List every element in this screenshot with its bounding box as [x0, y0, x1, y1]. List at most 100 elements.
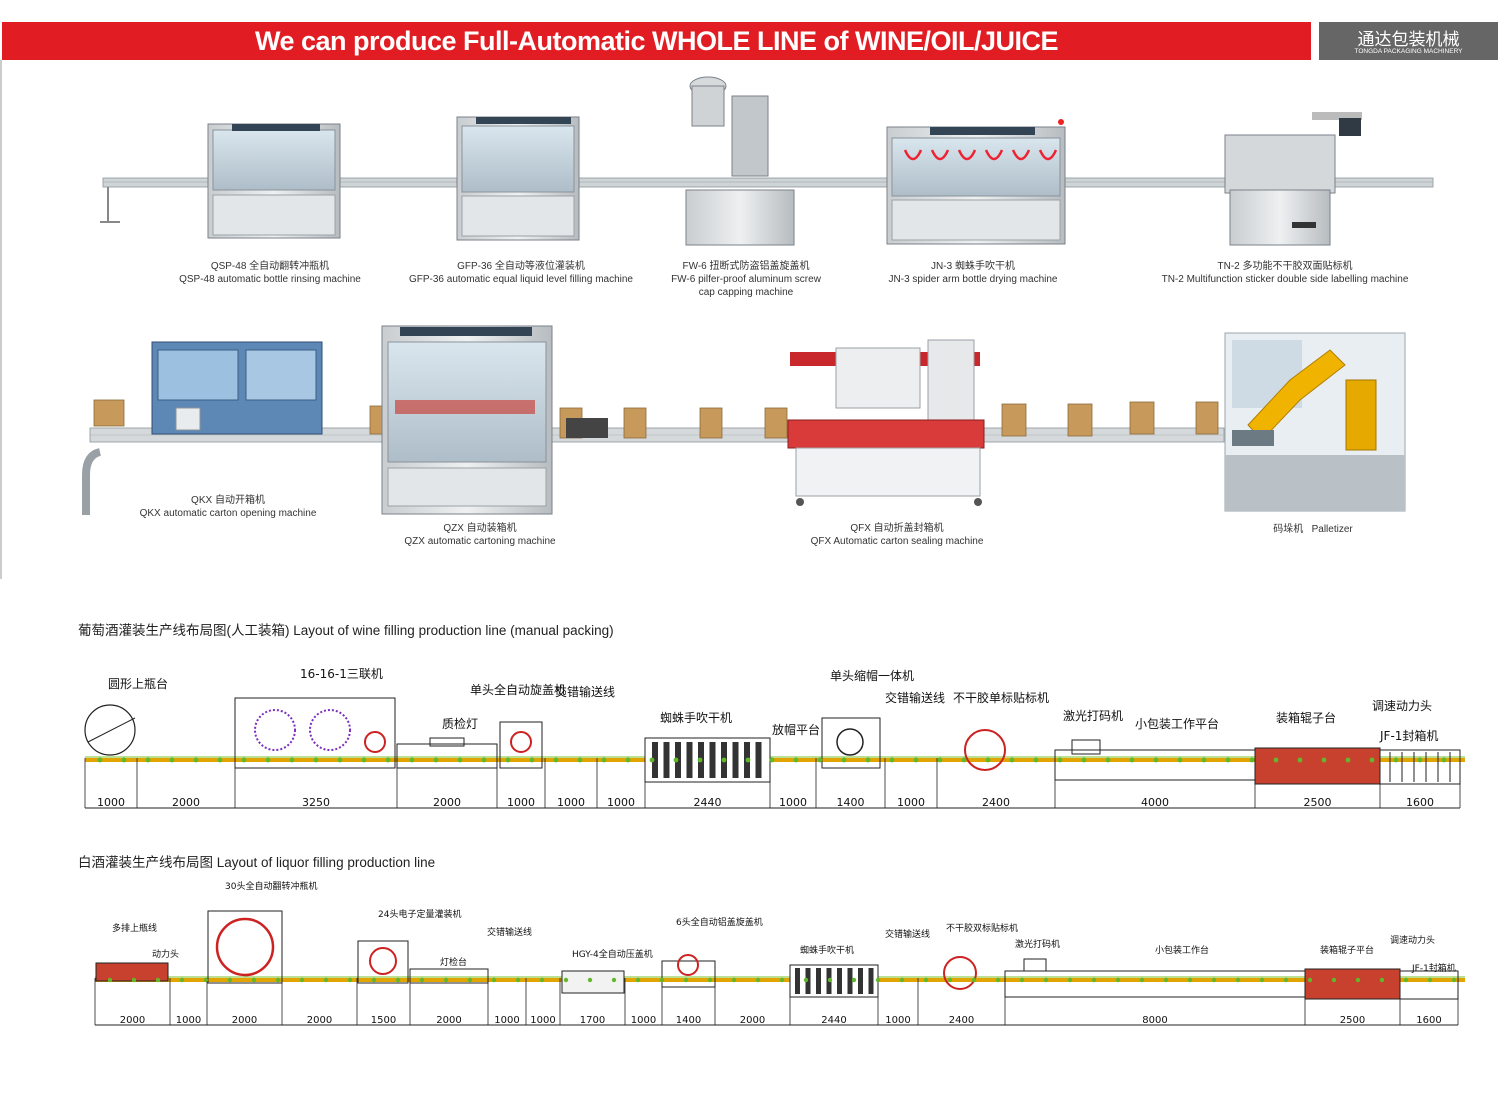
bottle-mark	[865, 757, 871, 763]
shrink-capper-outline	[821, 717, 881, 769]
dimension-label: 1400	[676, 1015, 701, 1026]
single-capper-outline	[499, 721, 543, 769]
bottle-mark	[1187, 977, 1193, 983]
dimension-label: 1000	[631, 1015, 656, 1026]
triblock-capper	[364, 731, 386, 753]
dimension-label: 1500	[371, 1015, 396, 1026]
dimension-label: 2000	[433, 796, 461, 809]
bottle-mark	[875, 977, 881, 983]
dimension-label: 2000	[436, 1015, 461, 1026]
drying-machine-image	[886, 119, 1066, 245]
crowner-outline	[561, 970, 625, 994]
brand-name-en: TONGDA PACKAGING MACHINERY	[1354, 48, 1463, 55]
bottle-mark	[265, 757, 271, 763]
caption-cn: JN-3 蜘蛛手吹干机	[931, 261, 1015, 272]
bottle-mark	[1321, 757, 1327, 763]
bottle-mark	[299, 977, 305, 983]
dimension-label: 2000	[740, 1015, 765, 1026]
bottle-mark	[1225, 757, 1231, 763]
bottle-mark	[577, 757, 583, 763]
component-label: 16-16-1三联机	[300, 667, 383, 681]
bottle-mark	[169, 757, 175, 763]
bottle-mark	[323, 977, 329, 983]
bottle-mark	[1057, 757, 1063, 763]
row1-conveyor	[100, 177, 1434, 223]
bottle-mark	[203, 977, 209, 983]
component-label: 蜘蛛手吹干机	[660, 710, 732, 725]
component-label: 单头全自动旋盖机	[470, 682, 566, 697]
bottle-mark	[707, 977, 713, 983]
dimension-label: 1000	[885, 1015, 910, 1026]
header-banner: We can produce Full-Automatic WHOLE LINE…	[2, 22, 1311, 60]
dimension-label: 1000	[557, 796, 585, 809]
caption-carton-sealing: QFX 自动折盖封箱机 QFX Automatic carton sealing…	[800, 522, 994, 548]
brand-name-cn: 通达包装机械	[1357, 30, 1460, 50]
bottle-mark	[563, 977, 569, 983]
bottle-mark	[433, 757, 439, 763]
bottle-mark	[1091, 977, 1097, 983]
dimension-label: 1600	[1416, 1015, 1441, 1026]
spider-dryer-arm	[837, 968, 842, 994]
bottle-mark	[611, 977, 617, 983]
filling-machine-image	[456, 116, 580, 241]
bottle-mark	[649, 757, 655, 763]
dimension-label: 2500	[1340, 1015, 1365, 1026]
bottle-mark	[289, 757, 295, 763]
laser-coder	[1023, 958, 1047, 972]
packing-table-outline	[1004, 970, 1306, 998]
component-label: 多排上瓶线	[112, 922, 157, 934]
triblock-rinser	[254, 709, 296, 751]
bottle-mark	[227, 977, 233, 983]
component-label: 质检灯	[442, 716, 478, 731]
spider-dryer-arm	[868, 968, 874, 994]
bottle-mark	[1297, 757, 1303, 763]
capping-machine-image	[685, 76, 795, 246]
bottle-mark	[683, 977, 689, 983]
bottle-mark	[587, 977, 593, 983]
dimension-label: 2000	[232, 1015, 257, 1026]
bottle-mark	[961, 757, 967, 763]
caption-cn: FW-6 扭断式防盗铝盖旋盖机	[682, 261, 810, 272]
filler-outline	[357, 940, 409, 984]
bottle-mark	[179, 977, 185, 983]
triblock-outline	[234, 697, 396, 769]
bottle-mark	[1379, 977, 1385, 983]
spider-dryer-arm	[816, 968, 821, 994]
bottle-mark	[1211, 977, 1217, 983]
bottle-mark	[1081, 757, 1087, 763]
spider-dryer-arm	[686, 742, 693, 778]
dimension-label: 2400	[982, 796, 1010, 809]
dimension-label: 1000	[507, 796, 535, 809]
bottle-mark	[841, 757, 847, 763]
inspection-lamp-outline	[396, 743, 498, 769]
round-table-mark	[87, 717, 136, 743]
spider-dryer-arm	[663, 742, 670, 778]
rinser-outline	[207, 910, 283, 984]
caption-en: GFP-36 automatic equal liquid level fill…	[408, 274, 633, 285]
caption-en: QZX automatic cartoning machine	[404, 536, 556, 547]
inspection-lamp	[429, 737, 465, 747]
caption-palletizer: 码垛机 Palletizer	[1258, 523, 1368, 536]
bottle-mark	[1139, 977, 1145, 983]
spider-dryer-arm	[755, 742, 762, 778]
dimension-label: 3250	[302, 796, 330, 809]
bottle-mark	[467, 977, 473, 983]
dimension-label: 1000	[97, 796, 125, 809]
dimension-label: 1000	[176, 1015, 201, 1026]
bottle-mark	[1177, 757, 1183, 763]
carton-opening-machine-image	[151, 341, 323, 435]
caption-cn: QKX 自动开箱机	[191, 495, 265, 506]
dimension-label: 1000	[494, 1015, 519, 1026]
bottle-mark	[817, 757, 823, 763]
labeller-turret	[943, 956, 977, 990]
caption-en-line2: cap capping machine	[698, 287, 794, 298]
bottle-mark	[313, 757, 319, 763]
bottle-mark	[481, 757, 487, 763]
component-label: 装箱辊子平台	[1320, 944, 1374, 956]
spider-dryer-arm	[858, 968, 863, 994]
component-label: 灯检台	[440, 956, 467, 968]
single-capper-head	[510, 731, 532, 753]
bottle-mark	[1331, 977, 1337, 983]
bottle-mark	[851, 977, 857, 983]
bottle-mark	[395, 977, 401, 983]
